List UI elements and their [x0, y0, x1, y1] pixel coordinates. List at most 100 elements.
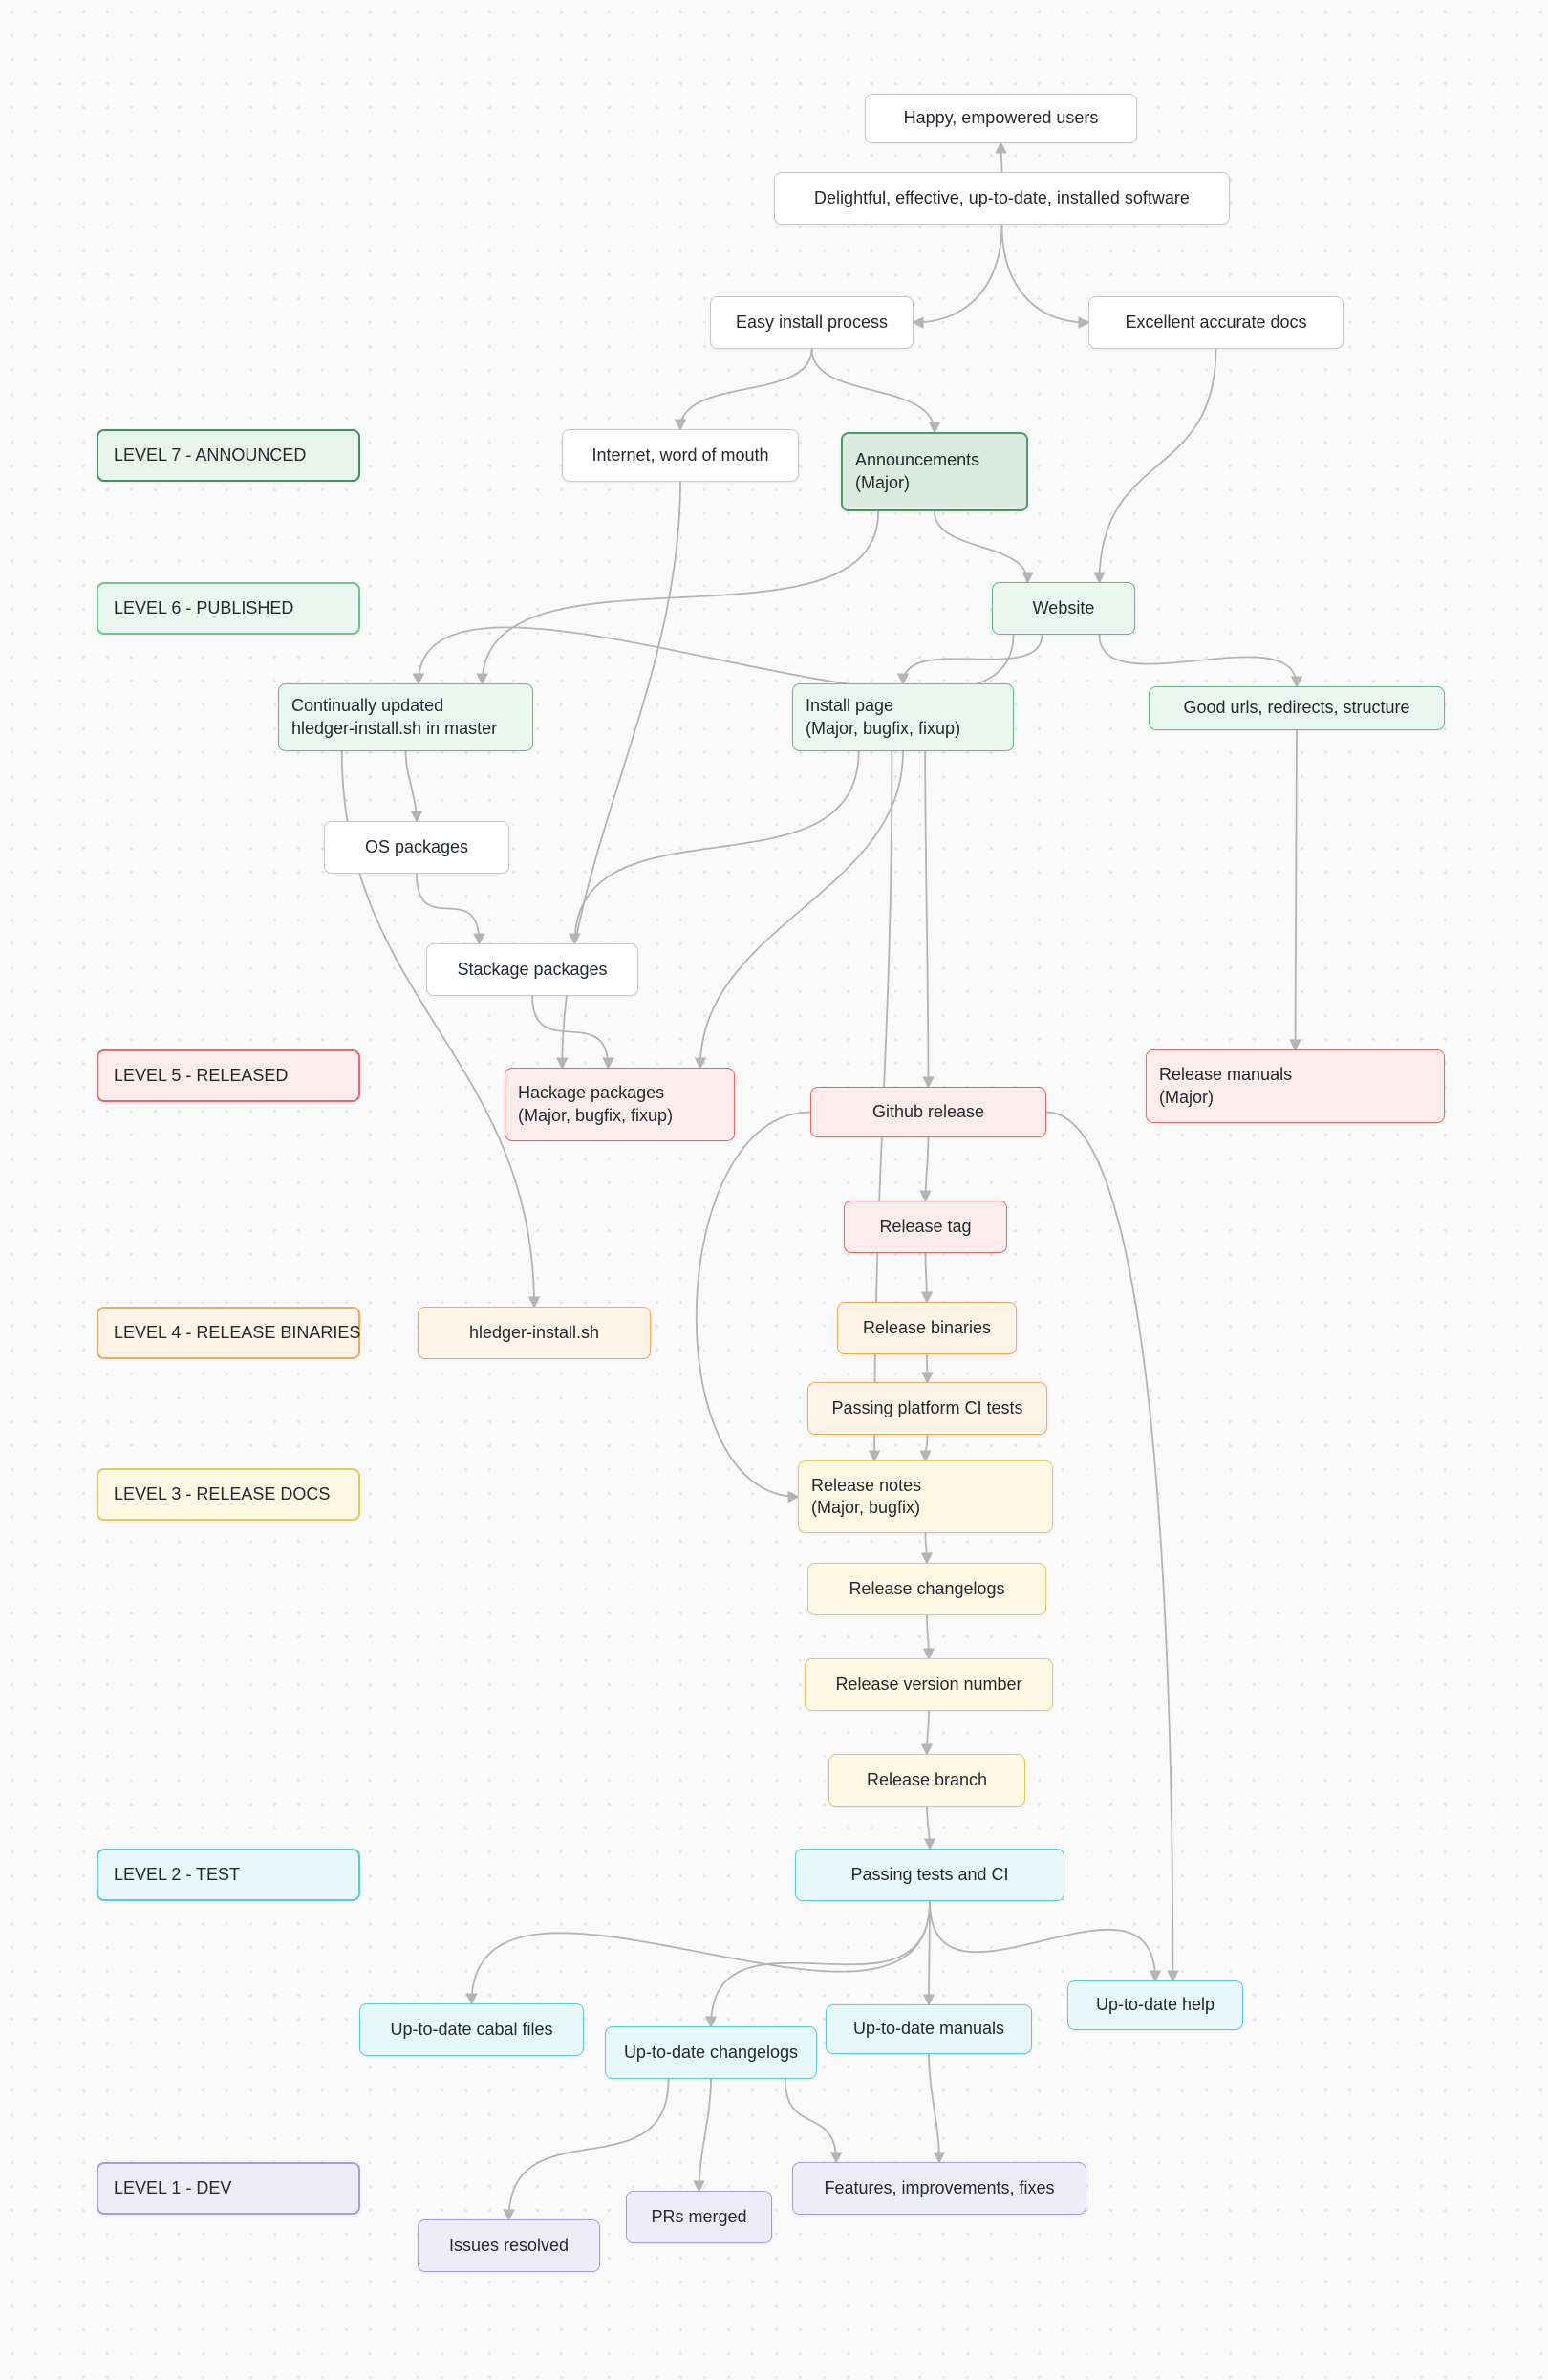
node-label: Happy, empowered users: [903, 108, 1099, 128]
level-3-release-docs-label: LEVEL 3 - RELEASE DOCS: [97, 1468, 360, 1521]
edge-github_release-to-utd_help: [1045, 1111, 1179, 1982]
edge-announcements-to-website: [934, 510, 1034, 584]
level-5-released-label: LEVEL 5 - RELEASED: [97, 1049, 360, 1102]
edge-excellent_docs-to-website: [1093, 348, 1217, 584]
node-prs-merged: PRs merged: [626, 2191, 772, 2243]
edge-github_release-to-release_tag: [919, 1136, 932, 1202]
node-passing-platform-ci-tests: Passing platform CI tests: [807, 1382, 1047, 1435]
edge-website-to-continually: [412, 626, 1015, 692]
edge-good_urls-to-release_manuals: [1289, 729, 1301, 1051]
edge-utd_manuals-to-features: [928, 2053, 946, 2164]
node-happy-empowered-users: Happy, empowered users: [865, 94, 1137, 143]
edge-website-to-install_page: [896, 634, 1043, 685]
node-label: Internet, word of mouth: [591, 444, 769, 465]
node-github-release: Github release: [810, 1087, 1046, 1137]
node-label: Release manuals: [1159, 1065, 1293, 1085]
edge-utd_changelogs-to-prs_merged: [693, 2078, 712, 2193]
node-website: Website: [992, 582, 1135, 635]
node-label: Release binaries: [862, 1317, 992, 1337]
node-continually-updated-hledger-install: Continually updated hledger-install.sh i…: [278, 683, 533, 751]
node-stackage-packages: Stackage packages: [426, 943, 638, 996]
node-label: Install page: [806, 696, 894, 716]
node-sublabel: (Major): [855, 472, 910, 492]
edge-release_tag-to-release_binaries: [920, 1252, 934, 1304]
edge-delightful-to-easy_install: [912, 224, 1003, 329]
node-sublabel: (Major): [1159, 1087, 1214, 1107]
node-announcements: Announcements (Major): [841, 432, 1028, 511]
node-hackage-packages: Hackage packages (Major, bugfix, fixup): [505, 1068, 735, 1141]
node-passing-tests-and-ci: Passing tests and CI: [795, 1849, 1064, 1901]
edge-passing_tests-to-cabal_files: [465, 1900, 931, 2005]
level-label: LEVEL 7 - ANNOUNCED: [114, 444, 307, 465]
node-up-to-date-cabal-files: Up-to-date cabal files: [359, 2003, 584, 2056]
level-label: LEVEL 4 - RELEASE BINARIES: [114, 1322, 361, 1342]
edge-release_branch-to-passing_tests: [923, 1806, 936, 1850]
node-label: Easy install process: [735, 312, 889, 332]
node-label: OS packages: [364, 836, 469, 856]
edge-passing_tests-to-utd_manuals: [922, 1900, 935, 2006]
edge-passing_tests-to-utd_help: [929, 1900, 1162, 1982]
node-label: Issues resolved: [448, 2235, 570, 2255]
node-label: Stackage packages: [457, 959, 608, 979]
edge-delightful-to-excellent_docs: [1000, 224, 1090, 329]
node-up-to-date-changelogs: Up-to-date changelogs: [605, 2026, 817, 2079]
node-label: Hackage packages: [518, 1083, 665, 1103]
node-release-notes: Release notes (Major, bugfix): [798, 1460, 1053, 1533]
node-label: Features, improvements, fixes: [824, 2177, 1055, 2197]
node-label: Excellent accurate docs: [1125, 312, 1307, 332]
node-release-manuals: Release manuals (Major): [1146, 1049, 1445, 1123]
node-issues-resolved: Issues resolved: [418, 2219, 600, 2272]
level-label: LEVEL 1 - DEV: [114, 2177, 232, 2197]
node-sublabel: hledger-install.sh in master: [291, 718, 498, 738]
node-label: PRs merged: [651, 2206, 747, 2226]
edge-passing_platform-to-release_notes: [919, 1434, 932, 1462]
level-label: LEVEL 3 - RELEASE DOCS: [114, 1483, 331, 1504]
node-label: Passing platform CI tests: [831, 1397, 1023, 1417]
node-release-changelogs: Release changelogs: [807, 1563, 1046, 1615]
node-good-urls-redirects-structure: Good urls, redirects, structure: [1149, 686, 1445, 730]
node-excellent-accurate-docs: Excellent accurate docs: [1088, 296, 1344, 349]
edge-stackage-to-hackage: [531, 995, 614, 1070]
node-label: Up-to-date cabal files: [390, 2019, 553, 2039]
level-7-announced-label: LEVEL 7 - ANNOUNCED: [97, 429, 360, 482]
edge-install_page-to-stackage: [569, 750, 860, 945]
edge-release_changelogs-to-release_version: [922, 1614, 935, 1660]
edge-utd_changelogs-to-features: [784, 2078, 843, 2164]
node-os-packages: OS packages: [324, 821, 509, 874]
node-label: Announcements: [855, 450, 980, 470]
level-label: LEVEL 6 - PUBLISHED: [114, 597, 294, 617]
node-internet-word-of-mouth: Internet, word of mouth: [562, 429, 799, 482]
node-label: Release notes: [811, 1475, 922, 1495]
node-release-version-number: Release version number: [805, 1658, 1053, 1711]
edge-release_version-to-release_branch: [920, 1710, 934, 1756]
edge-continually-to-os_packages: [404, 750, 423, 823]
node-label: Release branch: [866, 1769, 988, 1789]
node-easy-install-process: Easy install process: [710, 296, 914, 349]
edge-install_page-to-hackage: [694, 750, 904, 1070]
level-2-test-label: LEVEL 2 - TEST: [97, 1849, 360, 1901]
node-label: Continually updated: [291, 696, 444, 716]
node-release-tag: Release tag: [844, 1201, 1007, 1253]
node-label: Website: [1032, 597, 1095, 617]
node-hledger-install-sh: hledger-install.sh: [418, 1307, 651, 1359]
edge-release_binaries-to-passing_platform: [921, 1353, 934, 1384]
level-6-published-label: LEVEL 6 - PUBLISHED: [97, 582, 360, 635]
level-4-release-binaries-label: LEVEL 4 - RELEASE BINARIES: [97, 1307, 360, 1359]
node-sublabel: (Major, bugfix, fixup): [518, 1105, 674, 1125]
edge-website-to-good_urls: [1098, 634, 1303, 688]
node-label: Good urls, redirects, structure: [1183, 698, 1410, 718]
node-label: Up-to-date changelogs: [623, 2042, 799, 2062]
edge-easy_install-to-internet: [674, 348, 813, 431]
level-label: LEVEL 5 - RELEASED: [114, 1065, 289, 1085]
node-features-improvements-fixes: Features, improvements, fixes: [792, 2162, 1086, 2215]
node-sublabel: (Major, bugfix, fixup): [806, 718, 961, 738]
node-delightful-software: Delightful, effective, up-to-date, insta…: [774, 172, 1230, 225]
node-release-branch: Release branch: [828, 1754, 1025, 1807]
edge-announcements-to-continually: [476, 510, 880, 685]
edge-easy_install-to-announcements: [810, 348, 941, 434]
node-sublabel: (Major, bugfix): [811, 1498, 921, 1517]
node-install-page: Install page (Major, bugfix, fixup): [792, 683, 1014, 751]
node-label: Github release: [871, 1101, 985, 1121]
